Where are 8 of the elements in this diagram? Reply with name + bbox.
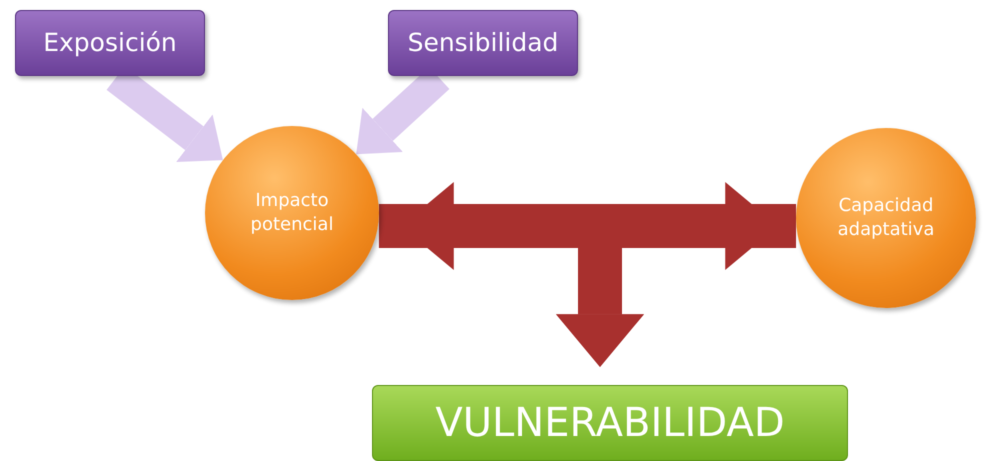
- node-label: Exposición: [43, 27, 177, 60]
- label-box: [388, 10, 578, 76]
- result-box: [372, 385, 848, 461]
- label-box: [15, 10, 205, 76]
- node-label: VULNERABILIDAD: [435, 399, 785, 448]
- node-label: Impacto potencial: [250, 188, 334, 237]
- node-label: Sensibilidad: [408, 27, 558, 60]
- node-label: Capacidad adaptativa: [836, 194, 936, 242]
